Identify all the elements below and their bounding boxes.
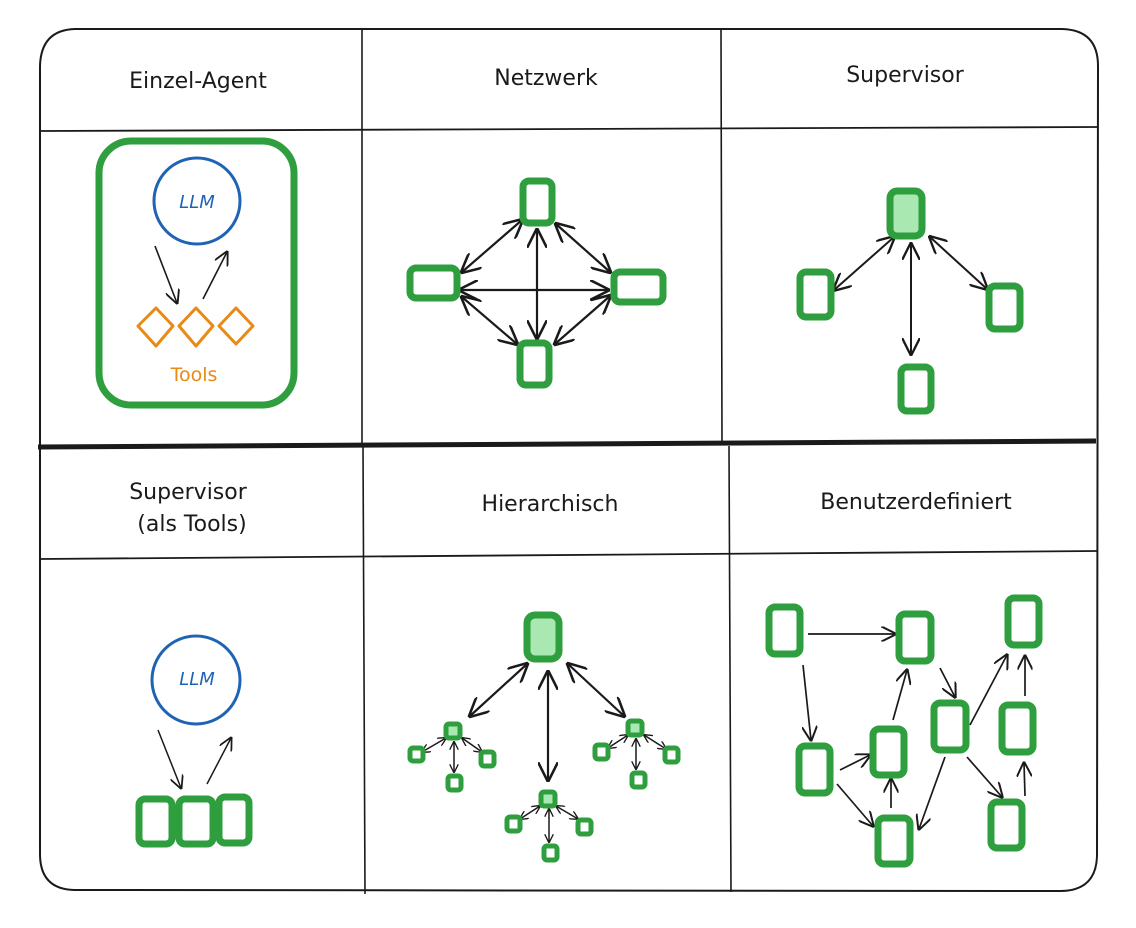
edge — [839, 755, 870, 771]
outer-border — [39, 28, 1100, 893]
agent-node — [987, 798, 1026, 852]
edge — [608, 735, 628, 748]
edge — [462, 220, 522, 272]
agent-node — [895, 610, 935, 665]
agent-tool-node — [135, 795, 176, 848]
edge — [520, 806, 540, 819]
panel-benutzerdefiniert — [765, 594, 1043, 868]
llm-node — [150, 634, 242, 726]
edge — [930, 237, 987, 289]
agent-node — [998, 701, 1037, 756]
header-rule-top — [39, 126, 1098, 132]
llm-label: LLM — [179, 669, 215, 690]
panel-hierarchisch — [407, 611, 681, 863]
agent-node — [930, 699, 970, 754]
edge — [556, 224, 610, 272]
llm-label: LLM — [179, 192, 215, 213]
edge — [803, 664, 811, 740]
edge — [556, 806, 578, 819]
edge — [939, 667, 955, 697]
header-rule-bottom — [39, 550, 1098, 560]
arrow-llm-to-tools — [154, 245, 177, 303]
sub-team-left — [407, 721, 497, 793]
agent-node — [519, 177, 556, 227]
edge — [966, 756, 1002, 797]
panel-netzwerk — [406, 177, 667, 389]
worker-node — [407, 745, 426, 764]
row-divider — [37, 438, 1097, 450]
edge — [462, 297, 517, 344]
col-divider-2-top — [720, 29, 723, 445]
sub-team-middle — [504, 789, 594, 863]
edge — [892, 670, 907, 721]
col-divider-1-bottom — [362, 445, 366, 895]
edge — [919, 756, 946, 829]
panel-title-supervisor: Supervisor — [846, 63, 965, 88]
worker-node — [478, 749, 497, 769]
sub-supervisor-node — [443, 721, 463, 741]
agent-node — [1004, 594, 1043, 649]
edge — [834, 237, 894, 290]
agent-node — [516, 339, 553, 389]
panel-title-einzel-agent: Einzel-Agent — [129, 69, 267, 94]
tool-diamond-icon — [177, 306, 215, 348]
agent-node — [610, 268, 667, 306]
edge — [568, 664, 624, 716]
agent-node — [406, 264, 461, 302]
agent-tool-node — [175, 795, 217, 848]
arrow-llm-to-agents — [157, 729, 181, 788]
panel-title-benutzerdefiniert: Benutzerdefiniert — [820, 490, 1012, 515]
panel-title-hierarchisch: Hierarchisch — [482, 492, 619, 517]
agent-node — [874, 814, 914, 868]
panel-title-netzwerk: Netzwerk — [494, 66, 598, 91]
edge — [422, 738, 446, 752]
edge — [836, 783, 873, 826]
edge — [1024, 763, 1025, 797]
sub-supervisor-node — [538, 789, 558, 809]
tool-diamond-icon — [217, 306, 255, 346]
edge — [644, 735, 666, 749]
agent-node — [985, 282, 1024, 333]
grid-frame — [37, 28, 1100, 895]
worker-node — [541, 843, 560, 863]
agent-node — [795, 742, 834, 797]
agent-node — [796, 268, 835, 321]
edge — [969, 655, 1007, 726]
agent-node — [869, 725, 908, 779]
sub-supervisor-node — [625, 718, 645, 738]
llm-node — [152, 156, 242, 246]
tools-label: Tools — [170, 364, 218, 386]
agent-tool-node — [215, 793, 253, 847]
sub-team-right — [592, 718, 681, 790]
agent-node — [765, 603, 804, 658]
panel-title-supervisor-tools-line2: (als Tools) — [137, 512, 246, 537]
worker-node — [629, 770, 648, 790]
worker-node — [592, 742, 611, 762]
tools-icons — [136, 306, 255, 348]
panel-title-supervisor-tools-line1: Supervisor — [129, 480, 248, 505]
agent-container — [95, 137, 298, 409]
worker-node — [445, 773, 464, 793]
tool-diamond-icon — [136, 306, 175, 348]
worker-node — [662, 745, 681, 765]
arrow-tools-to-llm — [202, 252, 227, 300]
worker-node — [575, 817, 594, 837]
arrow-agents-to-llm — [206, 738, 231, 785]
edge — [470, 664, 527, 716]
col-divider-2-bottom — [728, 445, 732, 893]
worker-node — [504, 814, 523, 834]
edge — [555, 296, 610, 344]
top-supervisor-node — [523, 611, 563, 663]
panel-supervisor-tools: LLM — [135, 634, 253, 848]
edge — [462, 738, 482, 752]
panel-supervisor — [796, 187, 1024, 415]
agent-node — [897, 363, 935, 415]
supervisor-node — [886, 187, 926, 240]
panel-einzel-agent: LLM Tools — [95, 137, 298, 409]
